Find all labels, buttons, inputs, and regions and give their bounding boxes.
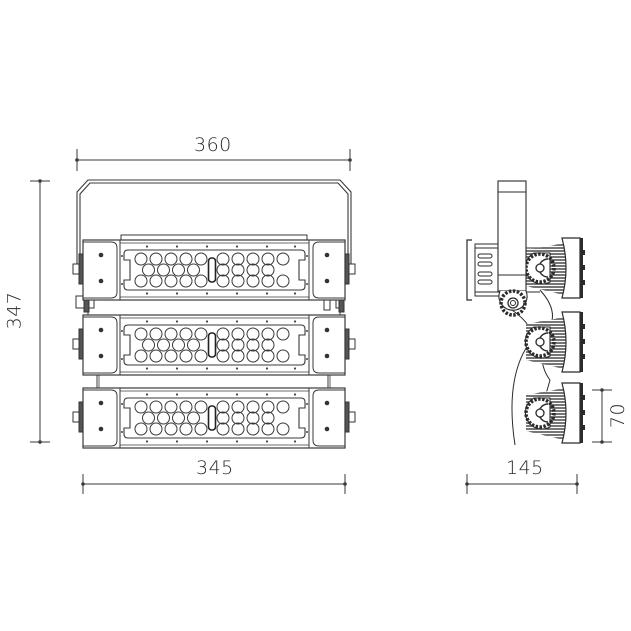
- label-module-width: 345: [196, 457, 234, 479]
- dimension-module-width: [81, 474, 347, 494]
- label-overall-height: 347: [3, 291, 26, 330]
- label-module-height: 70: [607, 402, 630, 429]
- front-view: [72, 179, 356, 449]
- dimension-module-height: [592, 388, 612, 444]
- dimension-overall-width: [75, 149, 352, 171]
- side-view: [466, 180, 587, 446]
- label-depth: 145: [506, 457, 544, 479]
- dimension-overall-height: [30, 179, 50, 444]
- label-overall-width: 360: [194, 134, 232, 156]
- dimension-depth: [465, 474, 579, 494]
